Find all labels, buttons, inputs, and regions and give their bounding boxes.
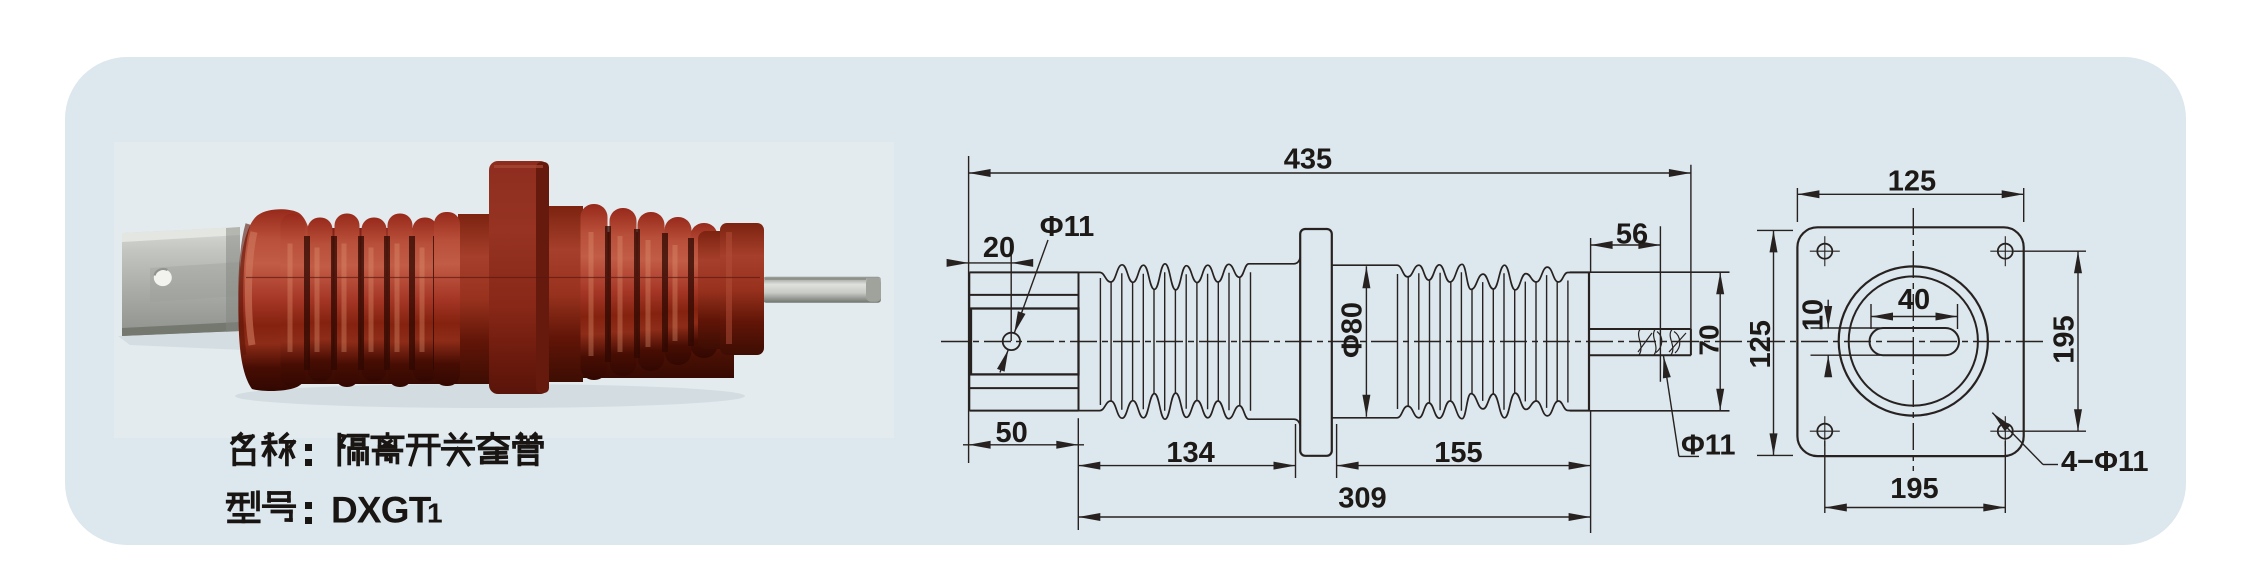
svg-text:195: 195: [1890, 473, 1938, 505]
svg-text:1: 1: [427, 498, 443, 529]
svg-text:155: 155: [1434, 437, 1482, 469]
svg-text:4−Φ11: 4−Φ11: [2061, 446, 2149, 478]
svg-text:134: 134: [1166, 437, 1214, 469]
svg-text:125: 125: [1745, 320, 1777, 368]
svg-text:309: 309: [1338, 483, 1386, 515]
svg-text:56: 56: [1616, 219, 1648, 251]
svg-text:435: 435: [1284, 144, 1332, 176]
svg-text:50: 50: [995, 417, 1027, 449]
svg-text:Φ11: Φ11: [1040, 211, 1094, 243]
svg-text:70: 70: [1694, 324, 1725, 355]
svg-text:10: 10: [1797, 299, 1829, 331]
svg-text:195: 195: [2049, 315, 2081, 363]
svg-text:Φ11: Φ11: [1681, 430, 1735, 462]
svg-text:40: 40: [1898, 284, 1930, 316]
svg-text:20: 20: [983, 232, 1015, 264]
svg-text:Φ80: Φ80: [1337, 302, 1369, 358]
svg-text:DXGT: DXGT: [331, 490, 432, 531]
svg-text:125: 125: [1888, 166, 1936, 198]
